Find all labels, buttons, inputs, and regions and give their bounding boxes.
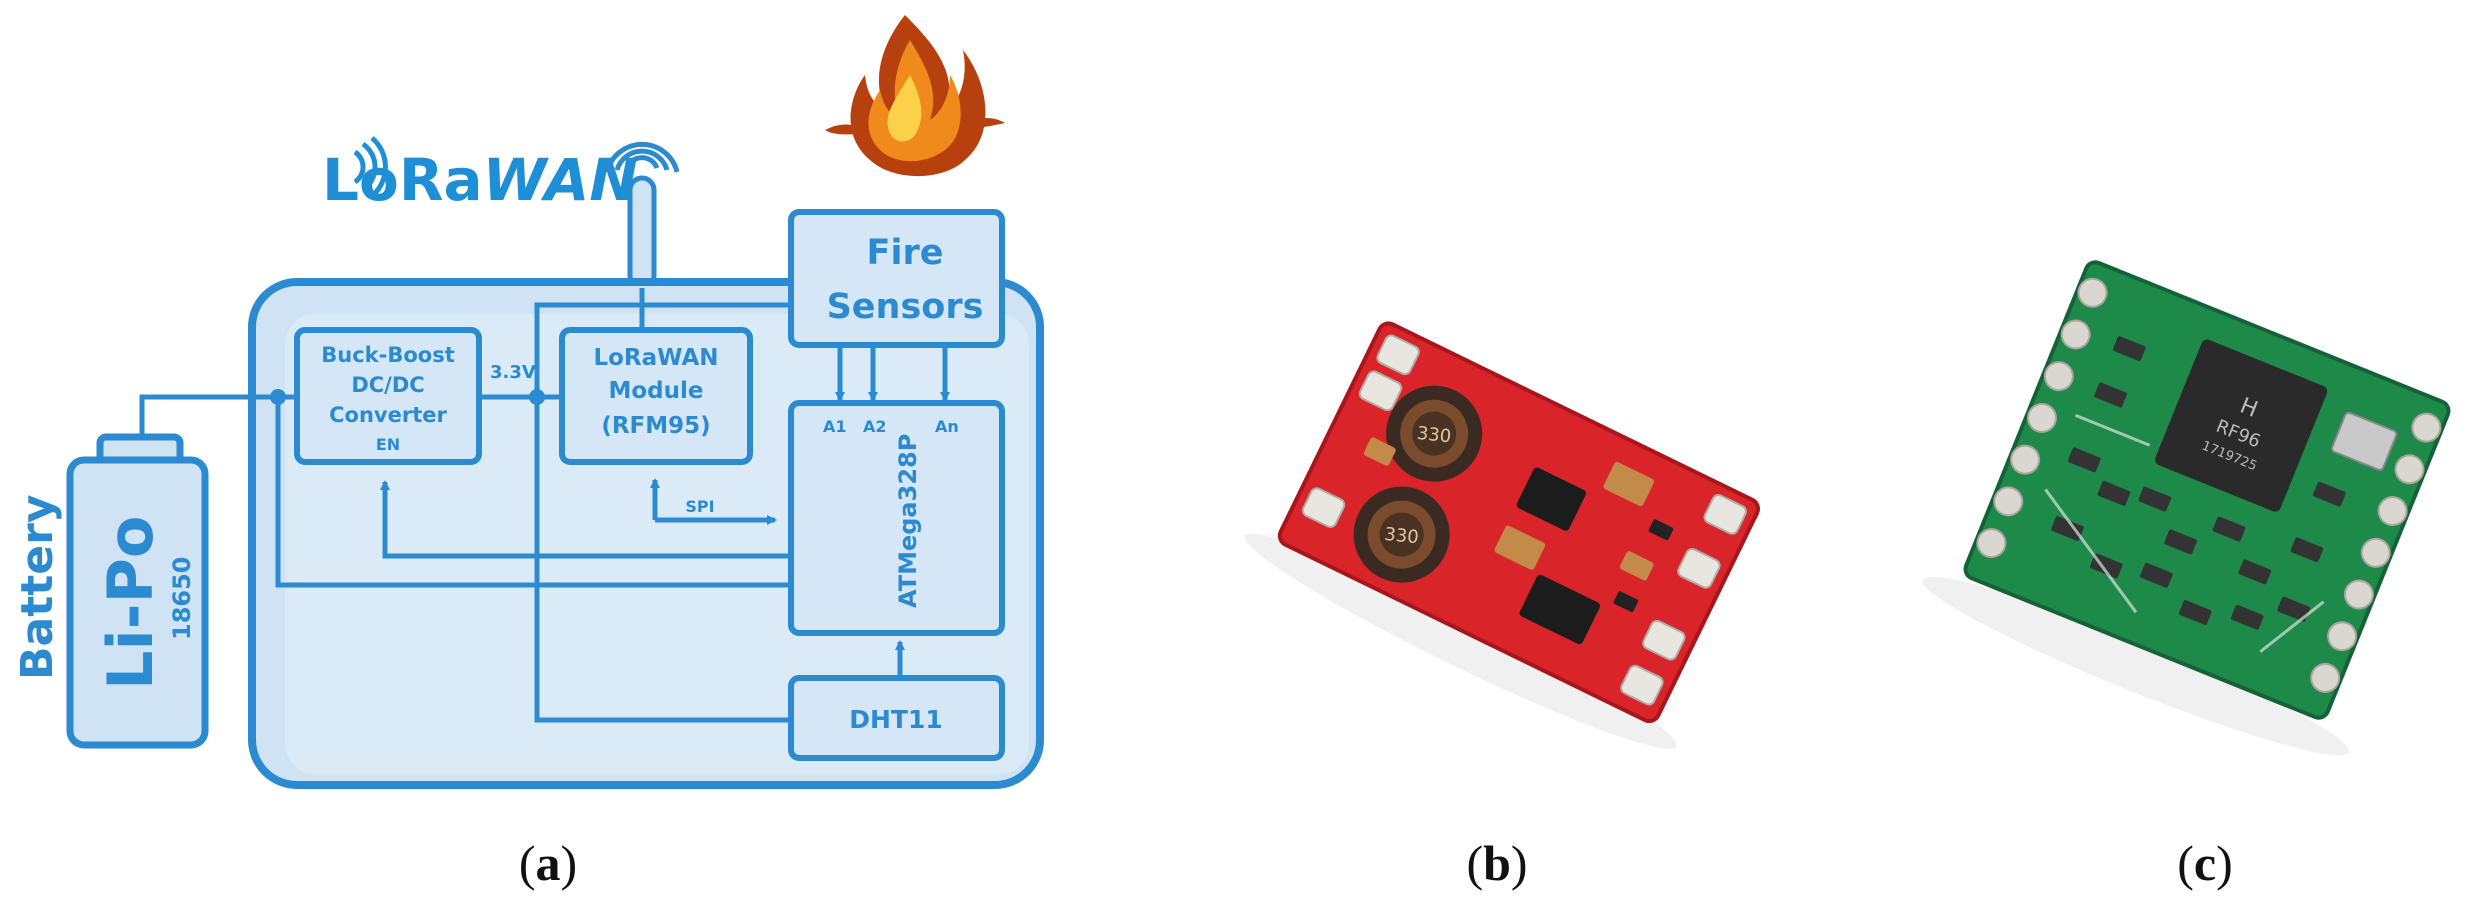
panel-a: LoRaWAN ™ Li-Po <box>12 15 1044 789</box>
svg-text:LoRaWAN: LoRaWAN <box>593 345 718 371</box>
battery: Li-Po 18650 Battery <box>12 433 209 749</box>
svg-text:330: 330 <box>1416 423 1452 447</box>
svg-text:Module: Module <box>608 378 703 404</box>
svg-text:DC/DC: DC/DC <box>351 373 424 397</box>
voltage-label: 3.3V <box>490 362 536 383</box>
battery-size: 18650 <box>168 557 196 641</box>
svg-text:An: An <box>935 417 959 436</box>
rfm95-module-photo: H RF96 1719725 <box>1922 260 2451 756</box>
svg-text:Sensors: Sensors <box>827 287 984 327</box>
antenna-icon <box>604 141 680 291</box>
mcu-atmega328p: A1 A2 An ATMega328P <box>788 400 1005 636</box>
svg-text:(RFM95): (RFM95) <box>601 413 710 439</box>
wires <box>139 288 791 723</box>
battery-type: Li-Po <box>94 515 167 690</box>
fire-sensors: Fire Sensors <box>788 209 1005 348</box>
svg-text:A2: A2 <box>863 417 887 436</box>
logo-wave-icon <box>353 149 366 185</box>
en-pin-label: EN <box>376 435 400 454</box>
lorawan-module: LoRaWAN Module (RFM95) <box>559 327 753 465</box>
signal-arrows <box>380 345 950 678</box>
lorawan-logo: LoRaWAN ™ <box>322 136 638 214</box>
svg-text:Fire: Fire <box>867 233 944 273</box>
svg-text:330: 330 <box>1383 524 1419 548</box>
buck-boost-converter: Buck-Boost DC/DC Converter EN <box>294 327 482 465</box>
svg-text:DHT11: DHT11 <box>849 705 943 734</box>
dht11-sensor: DHT11 <box>788 675 1005 761</box>
svg-text:™: ™ <box>562 155 578 174</box>
svg-text:LoRaWAN: LoRaWAN <box>322 146 638 214</box>
svg-text:ATMega328P: ATMega328P <box>894 434 922 608</box>
svg-text:Buck-Boost: Buck-Boost <box>321 343 455 367</box>
spi-label: SPI <box>685 497 714 516</box>
pin-pads <box>1976 277 2442 693</box>
caption-c: (c) <box>2177 835 2233 891</box>
battery-label: Battery <box>12 494 63 680</box>
fire-icon <box>825 15 1005 177</box>
buck-boost-module-photo: 330 330 <box>1244 321 1760 749</box>
svg-text:A1: A1 <box>823 417 847 436</box>
caption-a: (a) <box>519 835 577 891</box>
svg-text:Converter: Converter <box>329 403 447 427</box>
caption-b: (b) <box>1466 835 1527 891</box>
